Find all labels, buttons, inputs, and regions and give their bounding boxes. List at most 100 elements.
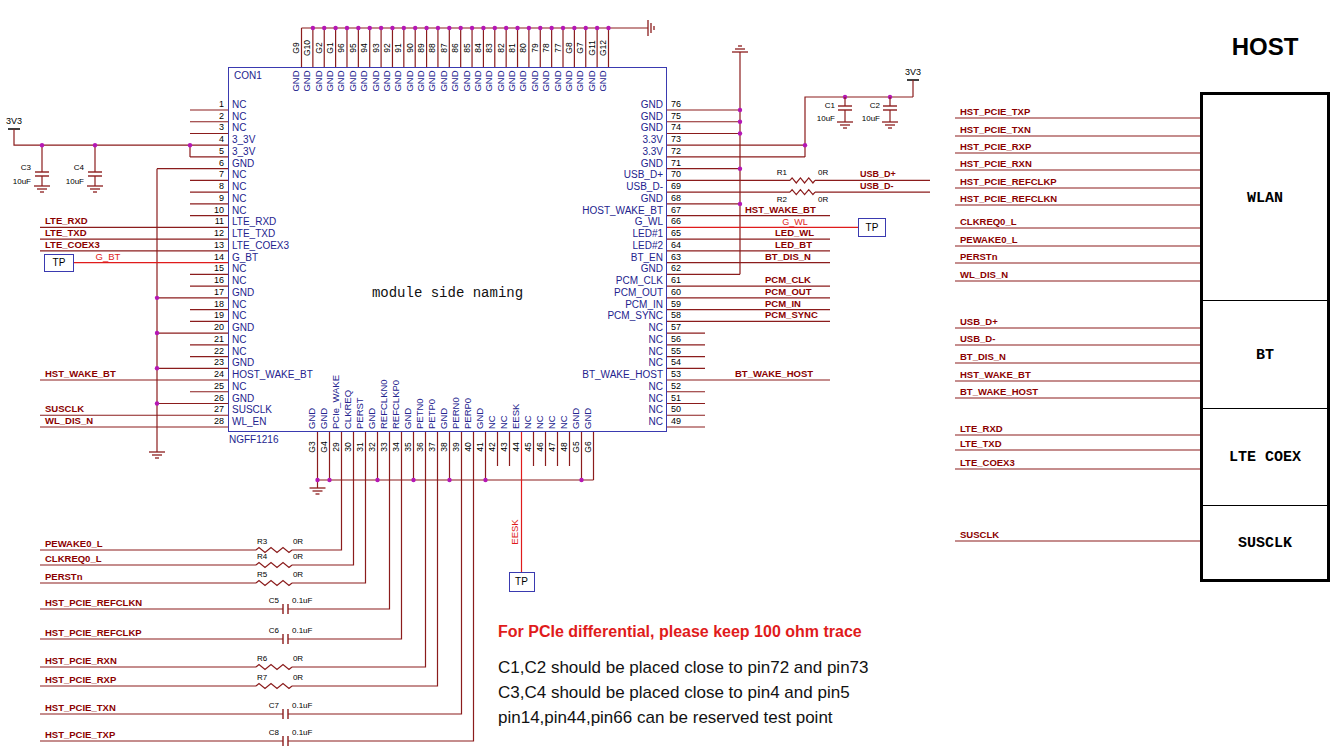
pin-number: 62 [671, 264, 681, 273]
wire [415, 28, 416, 67]
wire [40, 638, 283, 639]
pin-number: 84 [474, 43, 483, 52]
pin-name: GND [303, 70, 313, 91]
wire [40, 564, 256, 565]
pin-name: LED#1 [632, 229, 663, 239]
pin-name: GND [485, 70, 495, 91]
wire [574, 28, 575, 67]
pin-number: 86 [451, 43, 460, 52]
pin-number: 95 [349, 43, 358, 52]
wire [335, 28, 336, 67]
pin-name: GND [641, 112, 663, 122]
wire [844, 97, 845, 106]
resistor-symbol [256, 563, 292, 568]
pin-name: NC [232, 206, 246, 216]
pin-number: 25 [214, 381, 224, 390]
pin-number: 37 [428, 442, 437, 451]
host-section: WLAN [1203, 95, 1327, 300]
pin-name: GND [382, 70, 392, 91]
ground-symbol [87, 185, 103, 186]
wire [562, 28, 563, 67]
pin-number: 41 [476, 442, 485, 451]
wire [955, 245, 1200, 246]
wire [844, 110, 845, 122]
wire [889, 110, 890, 122]
ground-symbol [840, 124, 850, 125]
pin-name: NC [232, 311, 246, 321]
net-label: HST_PCIE_TXP [45, 730, 115, 740]
net-label: HST_PCIE_TXP [960, 107, 1030, 117]
resistor-symbol [790, 178, 815, 183]
net-label: HST_PCIE_RXN [45, 656, 117, 666]
wire [593, 432, 594, 480]
test-point-label: TP [515, 577, 528, 587]
net-label: PEWAKE0_L [960, 235, 1018, 245]
pin-number: 50 [671, 405, 681, 414]
wire [667, 321, 830, 322]
wire [517, 28, 518, 67]
pin-name: PCIe_WAKE [331, 375, 341, 429]
pin-number: 88 [428, 43, 437, 52]
part-label: 0R [818, 169, 828, 177]
wire [955, 169, 1200, 170]
pin-number: 17 [214, 287, 224, 296]
net-label: CLKREQ0_L [45, 554, 101, 564]
pin-number: 93 [371, 43, 380, 52]
pin-number: 51 [671, 393, 681, 402]
pin-name: GND [359, 70, 369, 91]
pin-number: 69 [671, 182, 681, 191]
wire [40, 713, 283, 714]
pin-number: 46 [536, 442, 545, 451]
pin-number: 77 [553, 43, 562, 52]
part-label: 10uF [66, 178, 84, 186]
pin-name: BT_WAKE_HOST [582, 370, 663, 380]
wire [312, 28, 313, 67]
part-label: R6 [257, 655, 267, 663]
power-label: 3V3 [905, 68, 921, 77]
wire [94, 176, 95, 186]
net-label: WL_DIS_N [960, 270, 1008, 280]
pin-name: GND [530, 70, 540, 91]
net-label: PERSTn [960, 252, 997, 262]
pin-name: BT_EN [631, 253, 663, 263]
wire [40, 666, 256, 667]
pin-number: 23 [214, 358, 224, 367]
pin-number: 16 [214, 276, 224, 285]
pin-name: GND [232, 159, 254, 169]
wire [369, 28, 370, 67]
junction-dot [572, 26, 576, 30]
pin-name: PERP0 [463, 398, 473, 429]
wire [292, 432, 366, 583]
net-label: HST_PCIE_REFCLKP [45, 628, 142, 638]
wire [545, 432, 546, 466]
pin-number: 20 [214, 323, 224, 332]
pin-name: EESK [511, 404, 521, 429]
pin-name: GND [473, 70, 483, 91]
pin-name: GND [394, 70, 404, 91]
pin-number: 74 [671, 123, 681, 132]
junction-dot [579, 478, 583, 482]
junction-dot [424, 26, 428, 30]
pin-name: NC [649, 382, 663, 392]
pin-name: NC [232, 112, 246, 122]
pin-number: G10 [303, 40, 312, 56]
net-label: BT_DIS_N [765, 252, 811, 262]
net-label: USB_D+ [860, 170, 896, 179]
pin-name: GND [553, 70, 563, 91]
pin-number: 33 [380, 442, 389, 451]
wire [805, 97, 913, 157]
wire [597, 28, 598, 67]
pin-name: GND [641, 123, 663, 133]
pin-name: PETP0 [427, 399, 437, 429]
pin-name: GND [641, 100, 663, 110]
pin-number: 91 [394, 43, 403, 52]
capacitor-symbol [282, 634, 283, 644]
pin-name: NC [232, 194, 246, 204]
pin-number: 70 [671, 170, 681, 179]
pin-name: REFCLKP0 [391, 380, 401, 429]
pin-number: G6 [584, 441, 593, 452]
wire [292, 432, 438, 686]
ground-symbol [843, 127, 847, 128]
pin-number: 15 [214, 264, 224, 273]
pin-number: 45 [524, 442, 533, 451]
